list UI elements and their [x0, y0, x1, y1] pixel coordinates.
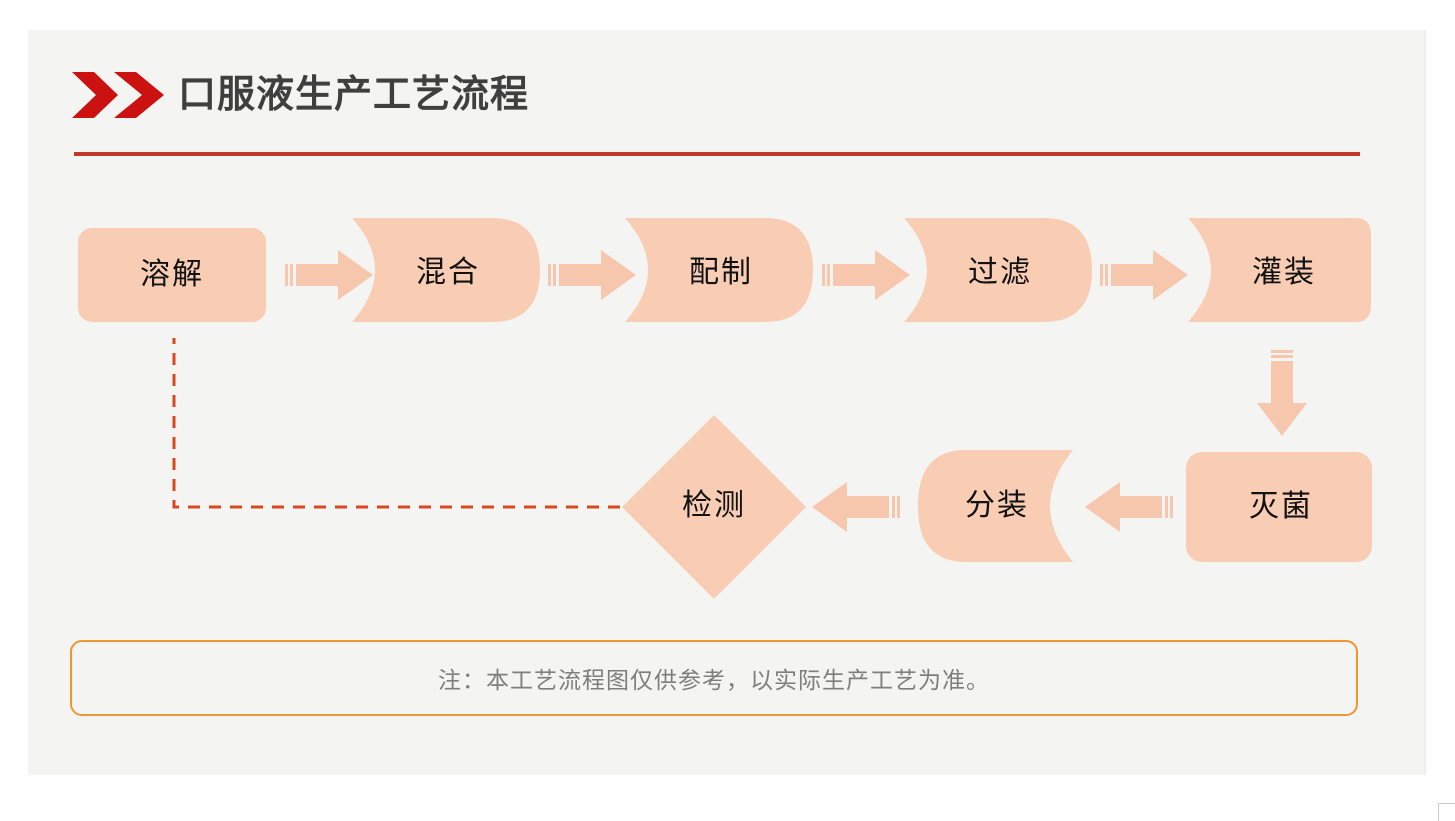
node-mix[interactable] — [352, 218, 540, 322]
node-label-mix: 混合 — [416, 256, 480, 289]
connector-formulate-to-filter — [822, 250, 910, 300]
connector-dissolve-to-mix — [285, 250, 373, 300]
node-label-sterilize: 灭菌 — [1249, 490, 1313, 523]
node-subpackage-body — [918, 450, 1073, 562]
node-sterilize[interactable] — [1186, 452, 1372, 562]
node-dissolve[interactable] — [78, 228, 266, 322]
title-divider — [74, 152, 1360, 156]
card-right-edge — [1424, 30, 1426, 775]
note-box: 注：本工艺流程图仅供参考，以实际生产工艺为准。 — [70, 640, 1358, 716]
connector-inspect-to-dissolve — [172, 338, 620, 509]
node-formulate[interactable] — [625, 218, 813, 322]
node-fill[interactable] — [1188, 218, 1371, 322]
node-label-subpackage: 分装 — [965, 489, 1029, 522]
node-label-dissolve: 溶解 — [140, 258, 204, 291]
double-chevron-right-icon — [72, 72, 164, 118]
header: 口服液生产工艺流程 — [50, 40, 1360, 160]
node-label-inspect: 检测 — [682, 489, 746, 522]
node-inspect[interactable] — [622, 415, 806, 599]
node-label-fill: 灌装 — [1252, 256, 1316, 289]
connector-mix-to-formulate — [548, 250, 636, 300]
page-title: 口服液生产工艺流程 — [178, 74, 530, 116]
connector-sterilize-to-subpackage — [1085, 482, 1173, 532]
node-label-filter: 过滤 — [968, 256, 1032, 289]
node-label-formulate: 配制 — [689, 256, 753, 289]
note-text: 注：本工艺流程图仅供参考，以实际生产工艺为准。 — [438, 667, 990, 693]
connector-filter-to-fill — [1100, 250, 1188, 300]
connector-subpackage-to-inspect — [812, 482, 900, 532]
node-filter[interactable] — [904, 218, 1092, 322]
connector-fill-to-sterilize — [1257, 350, 1307, 436]
corner-mark — [1438, 803, 1455, 821]
